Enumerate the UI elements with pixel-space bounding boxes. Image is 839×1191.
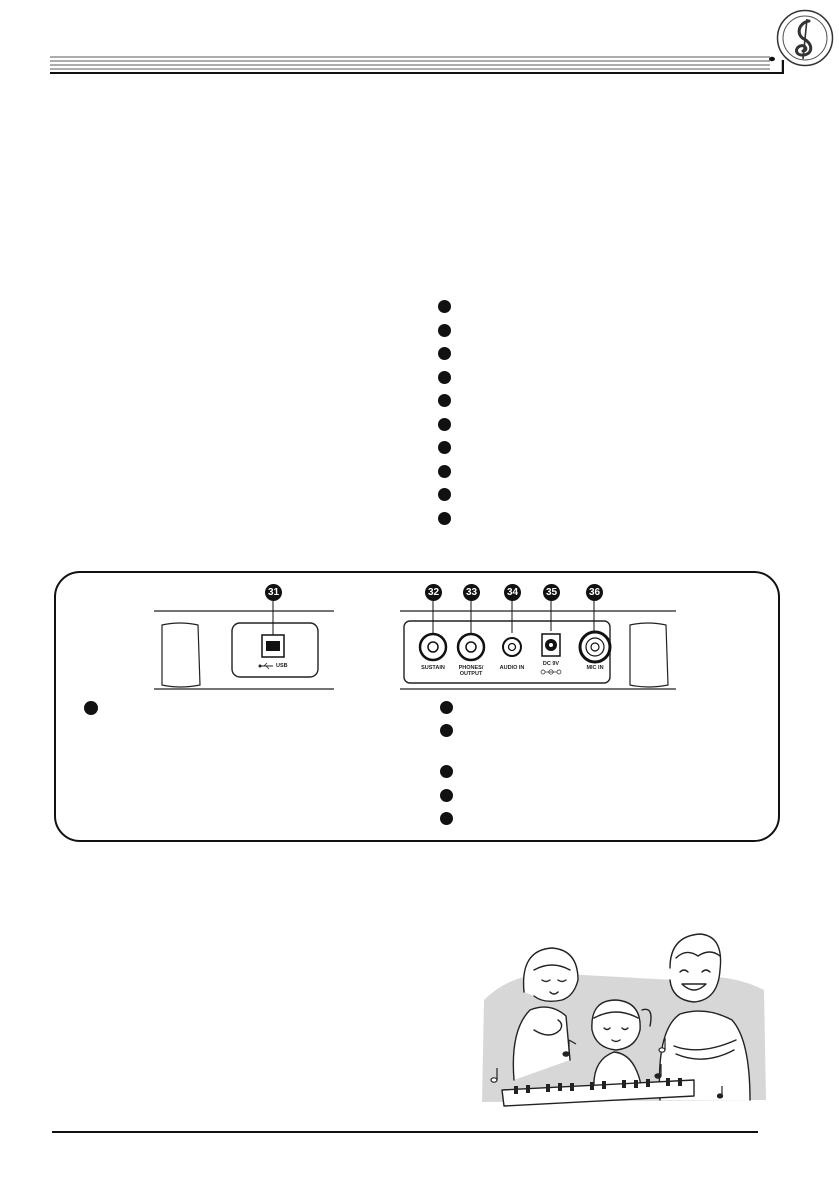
- list-bullet: [438, 441, 451, 454]
- family-playing-keyboard-illustration: [482, 933, 766, 1107]
- mic-in-jack-label: MIC IN: [586, 665, 604, 671]
- dc-power-jack-icon: [541, 633, 561, 657]
- panel-list-bullet: [440, 812, 453, 825]
- list-bullet: [438, 488, 451, 501]
- sustain-jack-icon: [418, 632, 448, 662]
- list-bullet: [438, 347, 451, 360]
- callout-35: 35: [543, 584, 560, 601]
- mic-in-jack-icon: [578, 630, 612, 664]
- dc-power-jack-label: DC 9V: [542, 661, 560, 667]
- audio-in-jack-icon: [502, 637, 522, 657]
- panel-left-bullet: [84, 701, 98, 715]
- usb-port-label: USB: [276, 663, 288, 669]
- usb-symbol-icon: [258, 662, 273, 670]
- list-bullet: [438, 394, 451, 407]
- phones-output-jack-icon: [456, 632, 486, 662]
- list-bullet: [438, 418, 451, 431]
- list-bullet: [438, 324, 451, 337]
- panel-list-bullet: [440, 701, 453, 714]
- rear-panel-drawing: [154, 601, 676, 690]
- footer-rule: [52, 1131, 758, 1133]
- callout-36: 36: [586, 584, 603, 601]
- panel-list-bullet: [440, 724, 453, 737]
- sustain-jack-label: SUSTAIN: [421, 665, 445, 671]
- list-bullet: [438, 300, 451, 313]
- dc-polarity-icon: [540, 669, 562, 675]
- phones-output-jack-label: PHONES/ OUTPUT: [458, 665, 484, 677]
- list-bullet: [438, 371, 451, 384]
- callout-32: 32: [425, 584, 442, 601]
- usb-port-icon: [261, 634, 285, 658]
- panel-list-bullet: [440, 765, 453, 778]
- header-staff-rule: [50, 56, 784, 74]
- brand-seal-logo: [776, 9, 834, 67]
- audio-in-jack-label: AUDIO IN: [499, 665, 525, 671]
- list-bullet: [438, 512, 451, 525]
- rear-panel-diagram: USB SUSTAIN PHONES/ OUTPUT AUDIO IN DC 9…: [54, 571, 780, 842]
- callout-31: 31: [265, 584, 282, 601]
- list-bullet: [438, 465, 451, 478]
- callout-33: 33: [463, 584, 480, 601]
- callout-34: 34: [504, 584, 521, 601]
- panel-list-bullet: [440, 789, 453, 802]
